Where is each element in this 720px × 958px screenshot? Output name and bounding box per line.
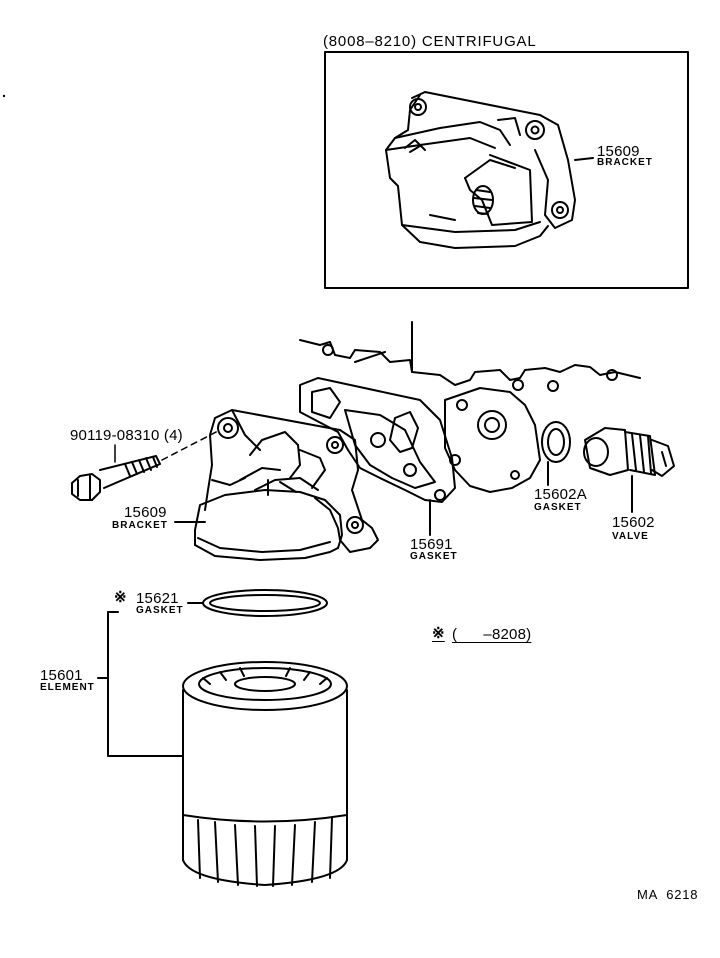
bolt-drawing: [71, 455, 161, 501]
inset-bracket-name: BRACKET: [597, 157, 653, 168]
engine-block-drawing: [299, 321, 641, 493]
bracket-part-name: BRACKET: [112, 520, 168, 531]
main-gasket-part-number: 15691: [410, 536, 453, 553]
valve-part-name: VALVE: [612, 531, 649, 542]
bolt-part-number: 90119-08310 (4): [70, 427, 183, 444]
element-gasket-part-number: 15621: [136, 590, 179, 607]
bolt-dashed-line: [161, 429, 221, 461]
bracket-drawing: [194, 409, 379, 561]
valve-gasket-drawing: [541, 421, 571, 463]
valve-gasket-part-number: 15602A: [534, 486, 587, 503]
main-gasket-drawing: [299, 377, 456, 503]
figure-code: MA 6218: [637, 887, 699, 902]
main-gasket-part-name: GASKET: [410, 551, 458, 562]
valve-gasket-part-name: GASKET: [534, 502, 582, 513]
inset-title: (8008–8210) CENTRIFUGAL: [323, 33, 537, 50]
element-gasket-mark: ※: [114, 589, 127, 606]
element-gasket-part-name: GASKET: [136, 605, 184, 616]
element-gasket-drawing: [202, 589, 328, 617]
element-part-name: ELEMENT: [40, 682, 95, 693]
element-part-number: 15601: [40, 667, 83, 684]
inset-bracket-leader: [574, 157, 594, 161]
inset-bracket-number: 15609: [597, 143, 640, 160]
element-group-bracket: [107, 611, 184, 757]
note-mark: ※: [432, 625, 445, 642]
note-text: ( –8208): [452, 626, 532, 643]
valve-drawing: [583, 427, 675, 477]
bracket-part-number: 15609: [124, 504, 167, 521]
valve-part-number: 15602: [612, 514, 655, 531]
inset-frame: [324, 51, 689, 289]
inset-bracket-drawing: [385, 91, 576, 249]
filter-element-drawing: [182, 661, 348, 887]
stray-mark: [2, 94, 6, 98]
